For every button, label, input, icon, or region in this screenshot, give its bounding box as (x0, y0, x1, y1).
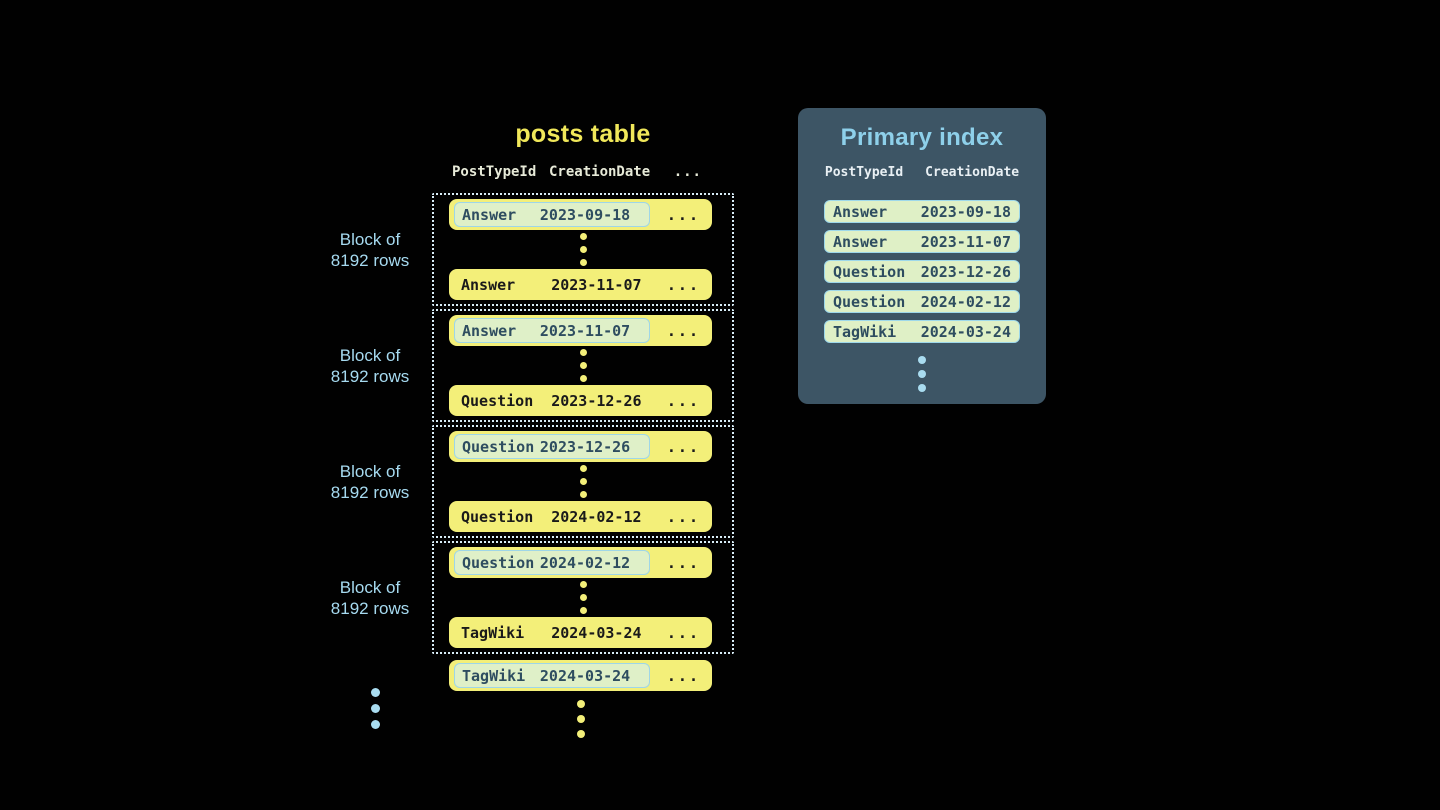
index-header-creationdate: CreationDate (925, 165, 1020, 180)
creationdate-value: 2023-12-26 (920, 262, 1011, 281)
posts-table-column-header: PostTypeId CreationDate ... (449, 164, 712, 180)
index-key-highlight: Answer 2023-11-07 (454, 318, 650, 343)
row-block-2: Answer 2023-11-07 ... Question 2023-12-2… (432, 309, 734, 422)
creationdate-value: 2024-03-24 (539, 666, 631, 685)
posttypeid-value: Question (461, 391, 534, 410)
index-key-highlight: Answer 2023-09-18 (454, 202, 650, 227)
posttypeid-value: TagWiki (462, 666, 526, 685)
block-label: Block of 8192 rows (312, 309, 428, 422)
block-label-line1: Block of (339, 229, 401, 249)
table-row: Question 2024-02-12 ... (449, 547, 712, 578)
creationdate-value: 2024-03-24 (920, 322, 1011, 341)
posttypeid-value: Question (461, 507, 534, 526)
block-label: Block of 8192 rows (312, 193, 428, 306)
index-entry: Question 2024-02-12 (824, 290, 1020, 313)
block-label-line1: Block of (339, 577, 401, 597)
posttypeid-value: Answer (462, 205, 517, 224)
block-label: Block of 8192 rows (312, 425, 428, 538)
index-entry: Answer 2023-11-07 (824, 230, 1020, 253)
block-label-line2: 8192 rows (330, 482, 410, 502)
index-header-posttypeid: PostTypeId (824, 165, 904, 180)
block-labels-column: Block of 8192 rows Block of 8192 rows Bl… (312, 193, 428, 657)
row-block-1: Answer 2023-09-18 ... Answer 2023-11-07 … (432, 193, 734, 306)
block-label: Block of 8192 rows (312, 541, 428, 654)
creationdate-value: 2023-11-07 (551, 275, 642, 294)
omitted-rows-dots (579, 230, 587, 269)
posttypeid-value: Question (833, 262, 906, 281)
block-label-line2: 8192 rows (330, 366, 410, 386)
table-row: Answer 2023-11-07 ... (449, 315, 712, 346)
primary-index-panel: Primary index PostTypeId CreationDate An… (798, 108, 1046, 404)
creationdate-value: 2023-12-26 (551, 391, 642, 410)
index-entry: Question 2023-12-26 (824, 260, 1020, 283)
index-entry: Answer 2023-09-18 (824, 200, 1020, 223)
row-ellipsis: ... (666, 507, 700, 526)
primary-index-title: Primary index (840, 124, 1004, 151)
creationdate-value: 2023-11-07 (539, 321, 631, 340)
posttypeid-value: Question (833, 292, 906, 311)
block-label-line1: Block of (339, 345, 401, 365)
row-ellipsis: ... (666, 437, 700, 456)
table-row: Question 2024-02-12 ... (449, 501, 712, 532)
index-key-highlight: Question 2023-12-26 (454, 434, 650, 459)
block-label-line2: 8192 rows (330, 598, 410, 618)
row-ellipsis: ... (666, 321, 700, 340)
index-key-highlight: TagWiki 2024-03-24 (454, 663, 650, 688)
row-ellipsis: ... (666, 623, 700, 642)
index-entry: TagWiki 2024-03-24 (824, 320, 1020, 343)
posttypeid-value: Question (462, 553, 535, 572)
posts-table-title: posts table (515, 120, 651, 148)
creationdate-value: 2024-02-12 (551, 507, 642, 526)
posts-table-blocks: Answer 2023-09-18 ... Answer 2023-11-07 … (432, 193, 734, 657)
posts-header-more-columns-ellipsis: ... (673, 164, 702, 180)
block-label-line1: Block of (339, 461, 401, 481)
primary-index-entries: Answer 2023-09-18 Answer 2023-11-07 Ques… (798, 200, 1046, 343)
row-ellipsis: ... (666, 205, 700, 224)
creationdate-value: 2023-09-18 (539, 205, 631, 224)
creationdate-value: 2023-12-26 (539, 437, 631, 456)
creationdate-value: 2023-11-07 (920, 232, 1011, 251)
row-ellipsis: ... (666, 391, 700, 410)
row-block-4: Question 2024-02-12 ... TagWiki 2024-03-… (432, 541, 734, 654)
posttypeid-value: Answer (462, 321, 517, 340)
posttypeid-value: Answer (833, 202, 888, 221)
more-blocks-dots (371, 684, 380, 732)
row-ellipsis: ... (666, 666, 700, 685)
posts-header-posttypeid: PostTypeId (452, 164, 537, 180)
posts-header-creationdate: CreationDate (549, 164, 651, 180)
more-index-entries-dots (798, 353, 1046, 395)
creationdate-value: 2024-03-24 (551, 623, 642, 642)
table-row: Answer 2023-09-18 ... (449, 199, 712, 230)
omitted-rows-dots (579, 346, 587, 385)
omitted-rows-dots (579, 578, 587, 617)
next-block-first-row: TagWiki 2024-03-24 ... (449, 660, 712, 691)
table-row: Question 2023-12-26 ... (449, 385, 712, 416)
table-row: Question 2023-12-26 ... (449, 431, 712, 462)
posttypeid-value: Answer (461, 275, 516, 294)
posttypeid-value: TagWiki (833, 322, 897, 341)
row-block-3: Question 2023-12-26 ... Question 2024-02… (432, 425, 734, 538)
row-ellipsis: ... (666, 553, 700, 572)
omitted-rows-dots (579, 462, 587, 501)
posttypeid-value: Question (462, 437, 535, 456)
more-rows-dots (577, 696, 585, 741)
table-row: TagWiki 2024-03-24 ... (449, 660, 712, 691)
table-row: TagWiki 2024-03-24 ... (449, 617, 712, 648)
index-key-highlight: Question 2024-02-12 (454, 550, 650, 575)
posttypeid-value: Answer (833, 232, 888, 251)
creationdate-value: 2024-02-12 (920, 292, 1011, 311)
creationdate-value: 2023-09-18 (920, 202, 1011, 221)
primary-index-column-header: PostTypeId CreationDate (798, 165, 1046, 180)
table-row: Answer 2023-11-07 ... (449, 269, 712, 300)
posttypeid-value: TagWiki (461, 623, 525, 642)
creationdate-value: 2024-02-12 (539, 553, 631, 572)
block-label-line2: 8192 rows (330, 250, 410, 270)
row-ellipsis: ... (666, 275, 700, 294)
